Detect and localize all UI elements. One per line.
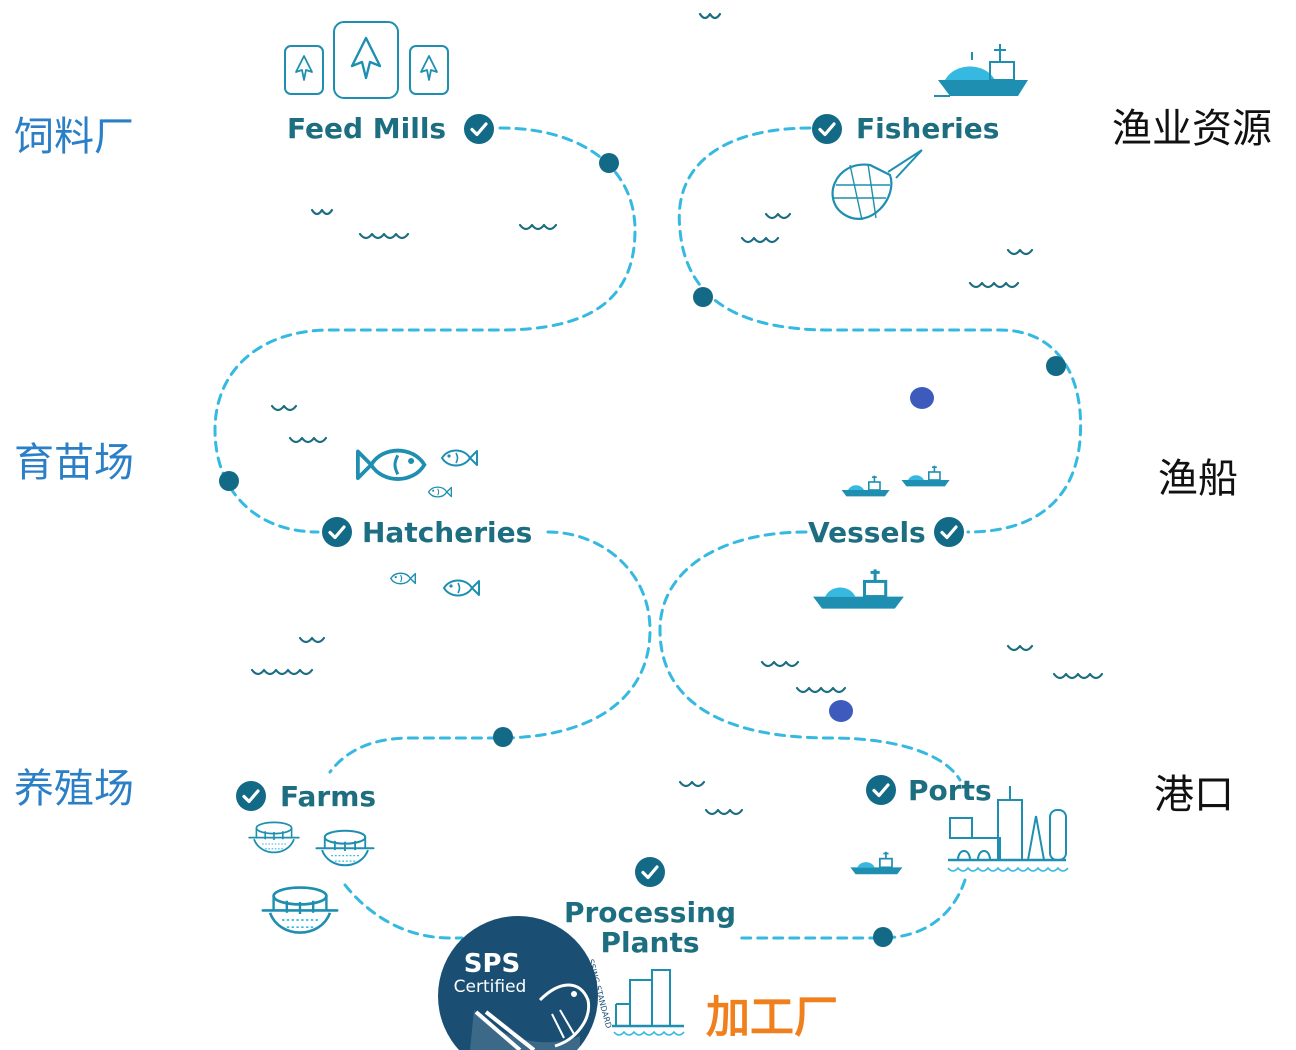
- path-node: [693, 287, 713, 307]
- stage-processing-plants: Processing Plants: [564, 857, 736, 959]
- cn-label-fisheries: 渔业资源: [1112, 106, 1272, 152]
- cn-label-ports: 港口: [1154, 772, 1234, 818]
- cn-label-processing: 加工厂: [706, 992, 838, 1043]
- checkmark-icon: [934, 517, 964, 547]
- checkmark-icon: [464, 114, 494, 144]
- path-node: [219, 471, 239, 491]
- stage-label-processing-line1: Processing: [564, 896, 736, 929]
- blue-dot: [910, 387, 934, 409]
- stage-feed-mills: Feed Mills: [287, 112, 494, 145]
- cn-label-hatcheries: 育苗场: [14, 440, 134, 486]
- stage-farms: Farms: [236, 780, 376, 813]
- wave-icon: [968, 281, 1020, 289]
- wave-icon: [740, 236, 780, 244]
- checkmark-icon: [322, 517, 352, 547]
- stage-fisheries: Fisheries: [812, 112, 999, 145]
- path-node: [1046, 356, 1066, 376]
- stage-label-processing-line2: Plants: [601, 926, 700, 959]
- stage-label-farms: Farms: [280, 780, 376, 813]
- checkmark-icon: [866, 775, 896, 805]
- cn-label-farms: 养殖场: [14, 766, 134, 812]
- path-node: [493, 727, 513, 747]
- checkmark-icon: [236, 781, 266, 811]
- wave-icon: [764, 212, 792, 220]
- stage-ports: Ports: [866, 774, 992, 807]
- wave-icon: [270, 404, 298, 412]
- badge-sps-text: SPS: [464, 949, 521, 979]
- stage-label-feed-mills: Feed Mills: [287, 112, 446, 145]
- checkmark-icon: [812, 114, 842, 144]
- wave-icon: [358, 232, 410, 240]
- checkmark-icon: [635, 857, 665, 887]
- chinese-labels: 饲料厂 育苗场 养殖场 渔业资源 渔船 港口 加工厂: [14, 106, 1272, 1043]
- stage-label-vessels: Vessels: [808, 516, 926, 549]
- wave-icon: [288, 436, 328, 444]
- wave-icon: [310, 208, 334, 216]
- wave-icon: [518, 223, 558, 231]
- wave-icon: [698, 12, 722, 20]
- sps-certified-badge: SPS Certified SSING STANDARD: [438, 916, 613, 1050]
- stage-hatcheries: Hatcheries: [322, 516, 532, 549]
- blue-dots: [829, 387, 934, 722]
- cn-label-vessels: 渔船: [1158, 456, 1238, 502]
- wave-icon: [678, 780, 706, 788]
- factory-icon: [612, 969, 685, 1036]
- port-city-icon: [947, 786, 1069, 872]
- path-node: [599, 153, 619, 173]
- wave-icon: [760, 660, 800, 668]
- fishing-net-icon: [831, 149, 923, 221]
- wave-icon: [795, 686, 847, 694]
- badge-certified-text: Certified: [454, 977, 527, 997]
- wave-icon: [250, 668, 314, 676]
- stage-label-fisheries: Fisheries: [856, 112, 999, 145]
- path-node: [873, 927, 893, 947]
- wave-icon: [298, 636, 326, 644]
- stage-label-hatcheries: Hatcheries: [362, 516, 532, 549]
- stage-label-ports: Ports: [908, 774, 992, 807]
- stage-vessels: Vessels: [808, 516, 964, 549]
- wave-icon: [1006, 644, 1034, 652]
- feed-bag-icon: [284, 21, 449, 99]
- wave-icon: [1006, 248, 1034, 256]
- waves: [250, 12, 1104, 816]
- blue-dot: [829, 700, 853, 722]
- wave-icon: [704, 808, 744, 816]
- fish-pen-icon: [248, 821, 375, 934]
- cn-label-feed-mills: 饲料厂: [14, 114, 134, 160]
- path-nodes: [219, 153, 1066, 947]
- wave-icon: [1052, 672, 1104, 680]
- fishing-vessel-icon: [934, 44, 1028, 97]
